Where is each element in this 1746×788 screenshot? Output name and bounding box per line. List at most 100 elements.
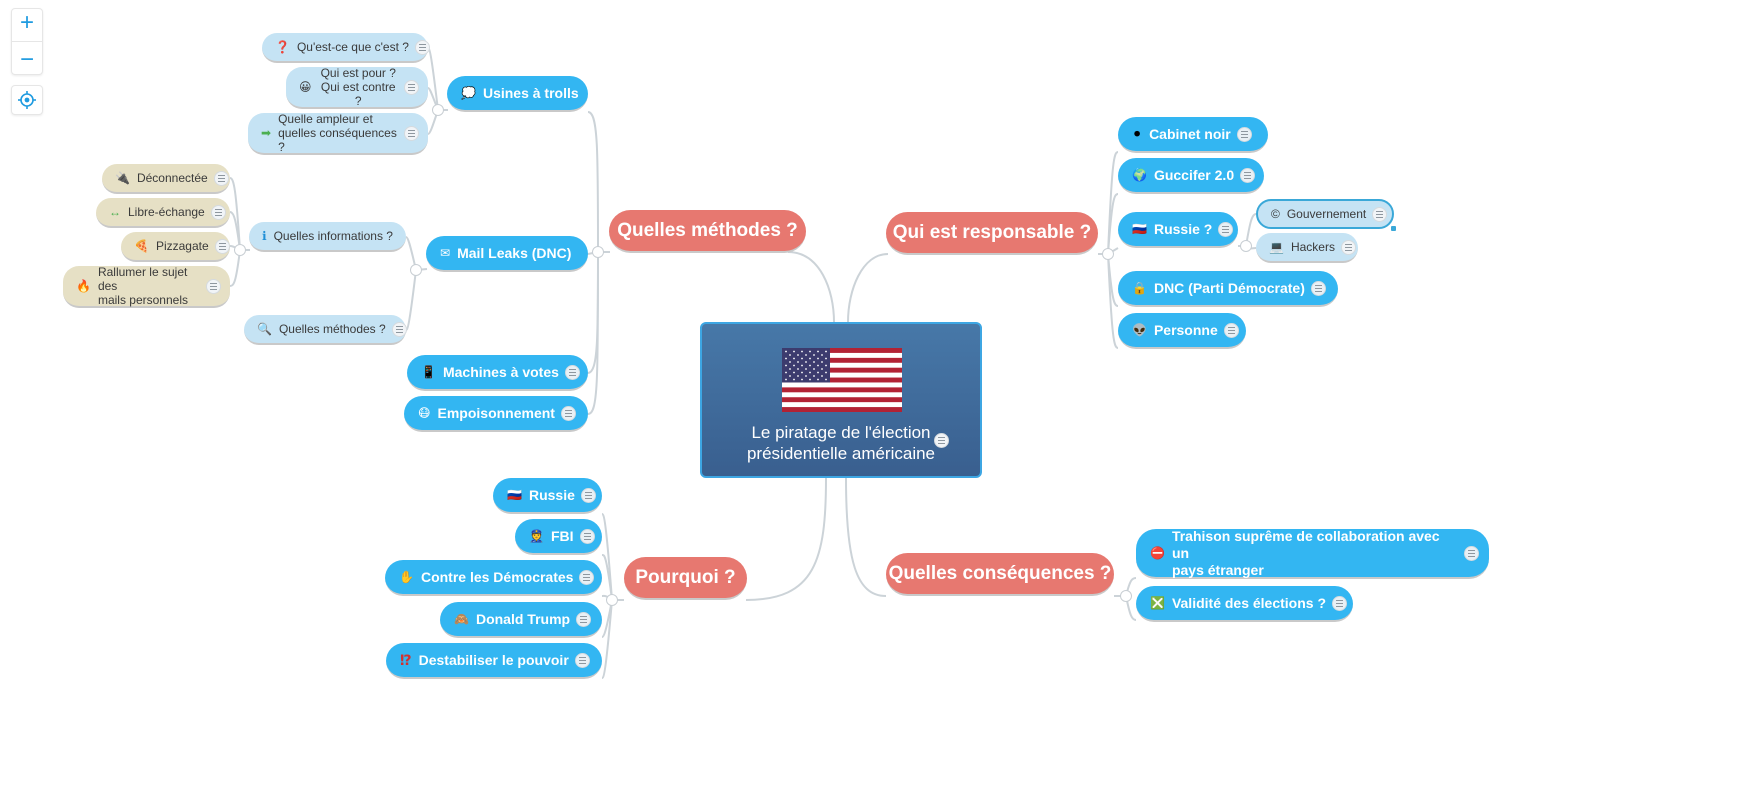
- central-topic[interactable]: Le piratage de l'élection présidentielle…: [700, 322, 982, 478]
- cross-mark-icon: ❎: [1150, 596, 1165, 610]
- arrow-right-icon: ➡: [261, 126, 272, 140]
- branch-junction[interactable]: [1120, 590, 1132, 602]
- smiley-icon: 😀: [299, 80, 312, 94]
- lock-icon: 🔒: [1132, 281, 1147, 295]
- notes-icon[interactable]: [206, 278, 221, 294]
- black-circle-icon: ⚫: [1132, 127, 1143, 141]
- question-icon: ❓: [275, 40, 290, 54]
- resize-handle[interactable]: [1391, 226, 1396, 231]
- notes-icon[interactable]: [1240, 167, 1256, 183]
- topic-libre-echange[interactable]: ↔ Libre-échange: [96, 198, 230, 228]
- russia-flag-icon: 🇷🇺: [1132, 222, 1147, 236]
- notes-icon[interactable]: [214, 238, 230, 254]
- notes-icon[interactable]: [934, 433, 949, 448]
- notes-icon[interactable]: [1332, 595, 1348, 611]
- topic-cabinet-noir[interactable]: ⚫ Cabinet noir: [1118, 117, 1268, 153]
- notes-icon[interactable]: [579, 528, 595, 544]
- topic-pourquoi[interactable]: Pourquoi ?: [624, 557, 747, 600]
- notes-icon[interactable]: [1223, 322, 1239, 338]
- copyright-icon: ©: [1271, 207, 1280, 221]
- topic-label: DNC (Parti Démocrate): [1153, 280, 1305, 296]
- topic-hackers[interactable]: 💻 Hackers: [1256, 233, 1358, 263]
- topic-dnc-parti-democrate[interactable]: 🔒 DNC (Parti Démocrate): [1118, 271, 1338, 307]
- topic-fbi[interactable]: 👮 FBI: [515, 519, 602, 555]
- topic-label: Hackers: [1290, 240, 1335, 254]
- topic-trahison-supreme[interactable]: ⛔ Trahison suprême de collaboration avec…: [1136, 528, 1489, 579]
- notes-icon[interactable]: [414, 39, 430, 55]
- topic-label: Quelles méthodes ?: [617, 219, 798, 241]
- exchange-icon: ↔: [109, 205, 121, 219]
- branch-junction[interactable]: [592, 246, 604, 258]
- topic-deconnectee[interactable]: 🔌 Déconnectée: [102, 164, 230, 194]
- interrobang-icon: ⁉: [400, 652, 412, 668]
- topic-label: Qu'est-ce que c'est ?: [296, 40, 409, 54]
- topic-quelles-informations[interactable]: ℹ Quelles informations ?: [249, 222, 406, 252]
- notes-icon[interactable]: [391, 321, 407, 337]
- divider: [12, 41, 42, 42]
- topic-mail-leaks-dnc[interactable]: ✉ Mail Leaks (DNC): [426, 236, 588, 272]
- topic-label: Gouvernement: [1286, 207, 1367, 221]
- mobile-phone-icon: 📱: [421, 365, 436, 379]
- magnifier-icon: 🔍: [257, 322, 272, 336]
- notes-icon[interactable]: [404, 125, 419, 141]
- notes-icon[interactable]: [579, 569, 595, 585]
- branch-junction[interactable]: [1240, 240, 1252, 252]
- notes-icon[interactable]: [1236, 126, 1252, 142]
- notes-icon[interactable]: [210, 204, 226, 220]
- topic-label: Pizzagate: [155, 239, 209, 253]
- topic-empoisonnement[interactable]: 😷 Empoisonnement: [404, 396, 588, 432]
- topic-machines-a-votes[interactable]: 📱 Machines à votes: [407, 355, 588, 391]
- topic-label: Quelle ampleur et quelles conséquences ?: [278, 112, 397, 154]
- topic-quest-ce-que-cest[interactable]: ❓ Qu'est-ce que c'est ?: [262, 33, 430, 63]
- police-officer-icon: 👮: [529, 529, 544, 543]
- notes-icon[interactable]: [1340, 239, 1356, 255]
- topic-pizzagate[interactable]: 🍕 Pizzagate: [121, 232, 230, 262]
- topic-destabiliser-le-pouvoir[interactable]: ⁉ Destabiliser le pouvoir: [386, 643, 602, 679]
- topic-usines-a-trolls[interactable]: 💭 Usines à trolls: [447, 76, 588, 112]
- notes-icon[interactable]: [580, 487, 596, 503]
- topic-label: Quelles informations ?: [273, 229, 393, 243]
- branch-junction[interactable]: [1102, 248, 1114, 260]
- notes-icon[interactable]: [564, 364, 580, 380]
- central-topic-title: Le piratage de l'élection présidentielle…: [746, 423, 936, 463]
- topic-qui-est-pour-contre[interactable]: 😀 Qui est pour ? Qui est contre ?: [286, 66, 428, 109]
- notes-icon[interactable]: [560, 405, 576, 421]
- computer-icon: 💻: [1269, 240, 1284, 254]
- branch-junction[interactable]: [432, 104, 444, 116]
- topic-quelles-consequences[interactable]: Quelles conséquences ?: [886, 553, 1114, 596]
- usa-flag-icon: [782, 348, 902, 412]
- topic-gouvernement[interactable]: © Gouvernement: [1256, 199, 1396, 231]
- raised-hand-icon: ✋: [399, 570, 414, 584]
- branch-junction[interactable]: [606, 594, 618, 606]
- notes-icon[interactable]: [576, 611, 592, 627]
- topic-contre-les-democrates[interactable]: ✋ Contre les Démocrates: [385, 560, 602, 596]
- notes-icon[interactable]: [1372, 206, 1388, 222]
- topic-quelles-methodes-mail[interactable]: 🔍 Quelles méthodes ?: [244, 315, 407, 345]
- topic-label: Contre les Démocrates: [420, 569, 574, 585]
- topic-guccifer[interactable]: 🌍 Guccifer 2.0: [1118, 158, 1264, 194]
- topic-quelles-methodes[interactable]: Quelles méthodes ?: [609, 210, 806, 253]
- notes-icon[interactable]: [404, 79, 419, 95]
- notes-icon[interactable]: [1218, 221, 1234, 237]
- zoom-controls: + −: [11, 8, 43, 115]
- notes-icon[interactable]: [1464, 545, 1479, 561]
- branch-junction[interactable]: [234, 244, 246, 256]
- topic-donald-trump[interactable]: 🙈 Donald Trump: [440, 602, 602, 638]
- topic-russie-pourquoi[interactable]: 🇷🇺 Russie: [493, 478, 602, 514]
- branch-junction[interactable]: [410, 264, 422, 276]
- topic-russie-responsable[interactable]: 🇷🇺 Russie ?: [1118, 212, 1238, 248]
- topic-rallumer-le-sujet[interactable]: 🔥 Rallumer le sujet des mails personnels: [63, 265, 230, 308]
- topic-label: Qui est responsable ?: [892, 221, 1092, 243]
- zoom-out-button[interactable]: −: [19, 46, 34, 73]
- topic-quelle-ampleur[interactable]: ➡ Quelle ampleur et quelles conséquences…: [248, 112, 428, 155]
- topic-personne[interactable]: 👽 Personne: [1118, 313, 1246, 349]
- notes-icon[interactable]: [574, 652, 590, 668]
- zoom-in-button[interactable]: +: [19, 9, 34, 36]
- info-icon: ℹ: [262, 229, 267, 243]
- notes-icon[interactable]: [1310, 280, 1326, 296]
- topic-validite-des-elections[interactable]: ❎ Validité des élections ?: [1136, 586, 1353, 622]
- topic-qui-est-responsable[interactable]: Qui est responsable ?: [886, 212, 1098, 255]
- topic-label: Quelles méthodes ?: [278, 322, 386, 336]
- notes-icon[interactable]: [213, 170, 229, 186]
- center-map-button[interactable]: [11, 85, 43, 115]
